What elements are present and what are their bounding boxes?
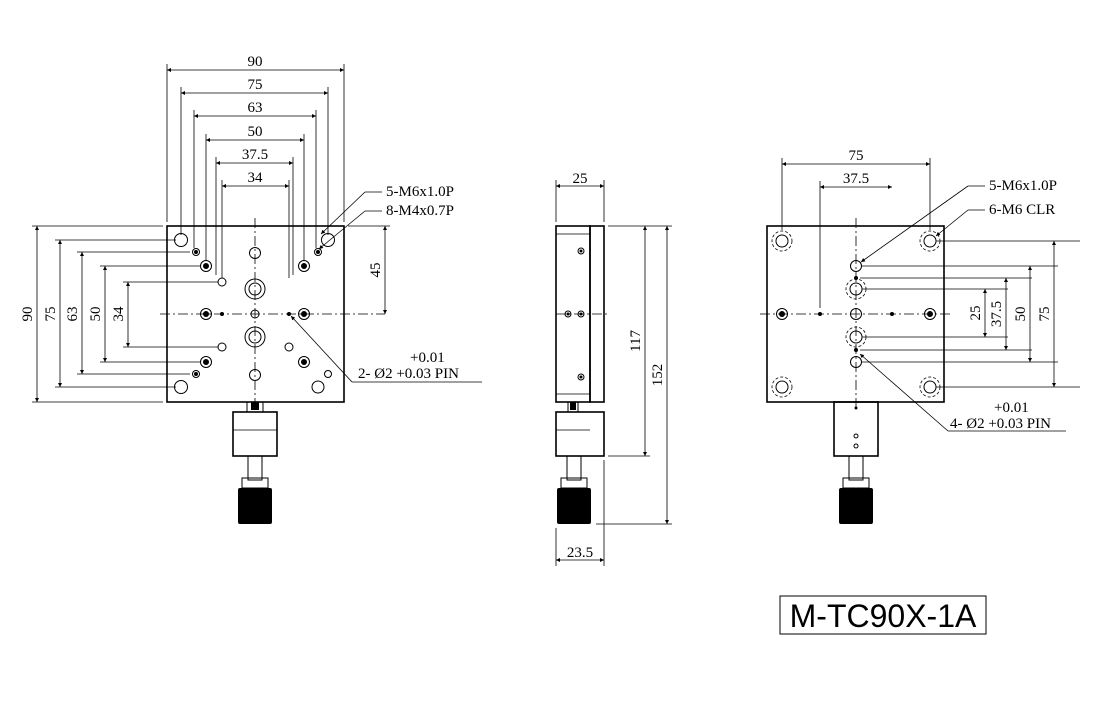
dim-v-50: 50 — [88, 307, 104, 322]
dim-v-63: 63 — [65, 307, 81, 322]
top-dims: 90 75 63 50 37.5 34 — [166, 54, 345, 278]
bottom-callout-clr: 6-M6 CLR — [989, 202, 1055, 218]
dim-v-75: 75 — [43, 307, 59, 322]
dim-37-5-bottom: 37.5 — [843, 171, 869, 187]
dim-34: 34 — [248, 170, 264, 186]
callout-m4: 8-M4x0.7P — [386, 203, 454, 219]
bottom-pin-tolerance: +0.01 — [994, 400, 1029, 416]
bottom-callout-m6: 5-M6x1.0P — [989, 178, 1057, 194]
top-view: 90 75 63 50 37.5 34 90 75 63 — [20, 54, 482, 524]
dim-v-90: 90 — [20, 307, 36, 322]
dim-25-side: 25 — [573, 171, 588, 187]
model-label: M-TC90X-1A — [779, 595, 987, 635]
dim-75-bottom: 75 — [849, 148, 864, 164]
dim-90: 90 — [248, 54, 263, 70]
dim-75: 75 — [248, 77, 263, 93]
dim-v-34: 34 — [111, 306, 127, 322]
dim-v-50-bottom: 50 — [1013, 307, 1029, 322]
dim-63: 63 — [248, 100, 263, 116]
dim-23-5: 23.5 — [567, 545, 593, 561]
m6-holes — [200, 260, 310, 368]
dim-v-25-bottom: 25 — [968, 306, 984, 321]
pin-label: 2- Ø2 +0.03 PIN — [358, 366, 459, 382]
callout-m6: 5-M6x1.0P — [386, 184, 454, 200]
left-dims: 90 75 63 50 34 — [20, 225, 218, 403]
dim-152: 152 — [650, 364, 666, 387]
bottom-view: 75 37.5 5-M6x1.0P 6-M6 CLR 25 37.5 50 75… — [760, 148, 1080, 524]
right-dim-45: 45 — [348, 225, 390, 314]
dim-v-75-bottom: 75 — [1037, 307, 1053, 322]
dim-117: 117 — [628, 330, 644, 352]
dim-45: 45 — [368, 263, 384, 278]
pin-tolerance: +0.01 — [410, 350, 445, 366]
model-name: M-TC90X-1A — [790, 598, 977, 634]
top-callouts: 5-M6x1.0P 8-M4x0.7P +0.01 2- Ø2 +0.03 PI… — [290, 184, 482, 383]
m4-holes — [192, 248, 332, 378]
dim-37-5: 37.5 — [242, 147, 268, 163]
dim-v-37-5-bottom: 37.5 — [989, 301, 1005, 327]
dim-50: 50 — [248, 124, 263, 140]
side-view: 25 117 152 23.5 — [555, 171, 672, 566]
micrometer-knob — [232, 401, 278, 524]
bottom-pin-label: 4- Ø2 +0.03 PIN — [950, 416, 1051, 432]
